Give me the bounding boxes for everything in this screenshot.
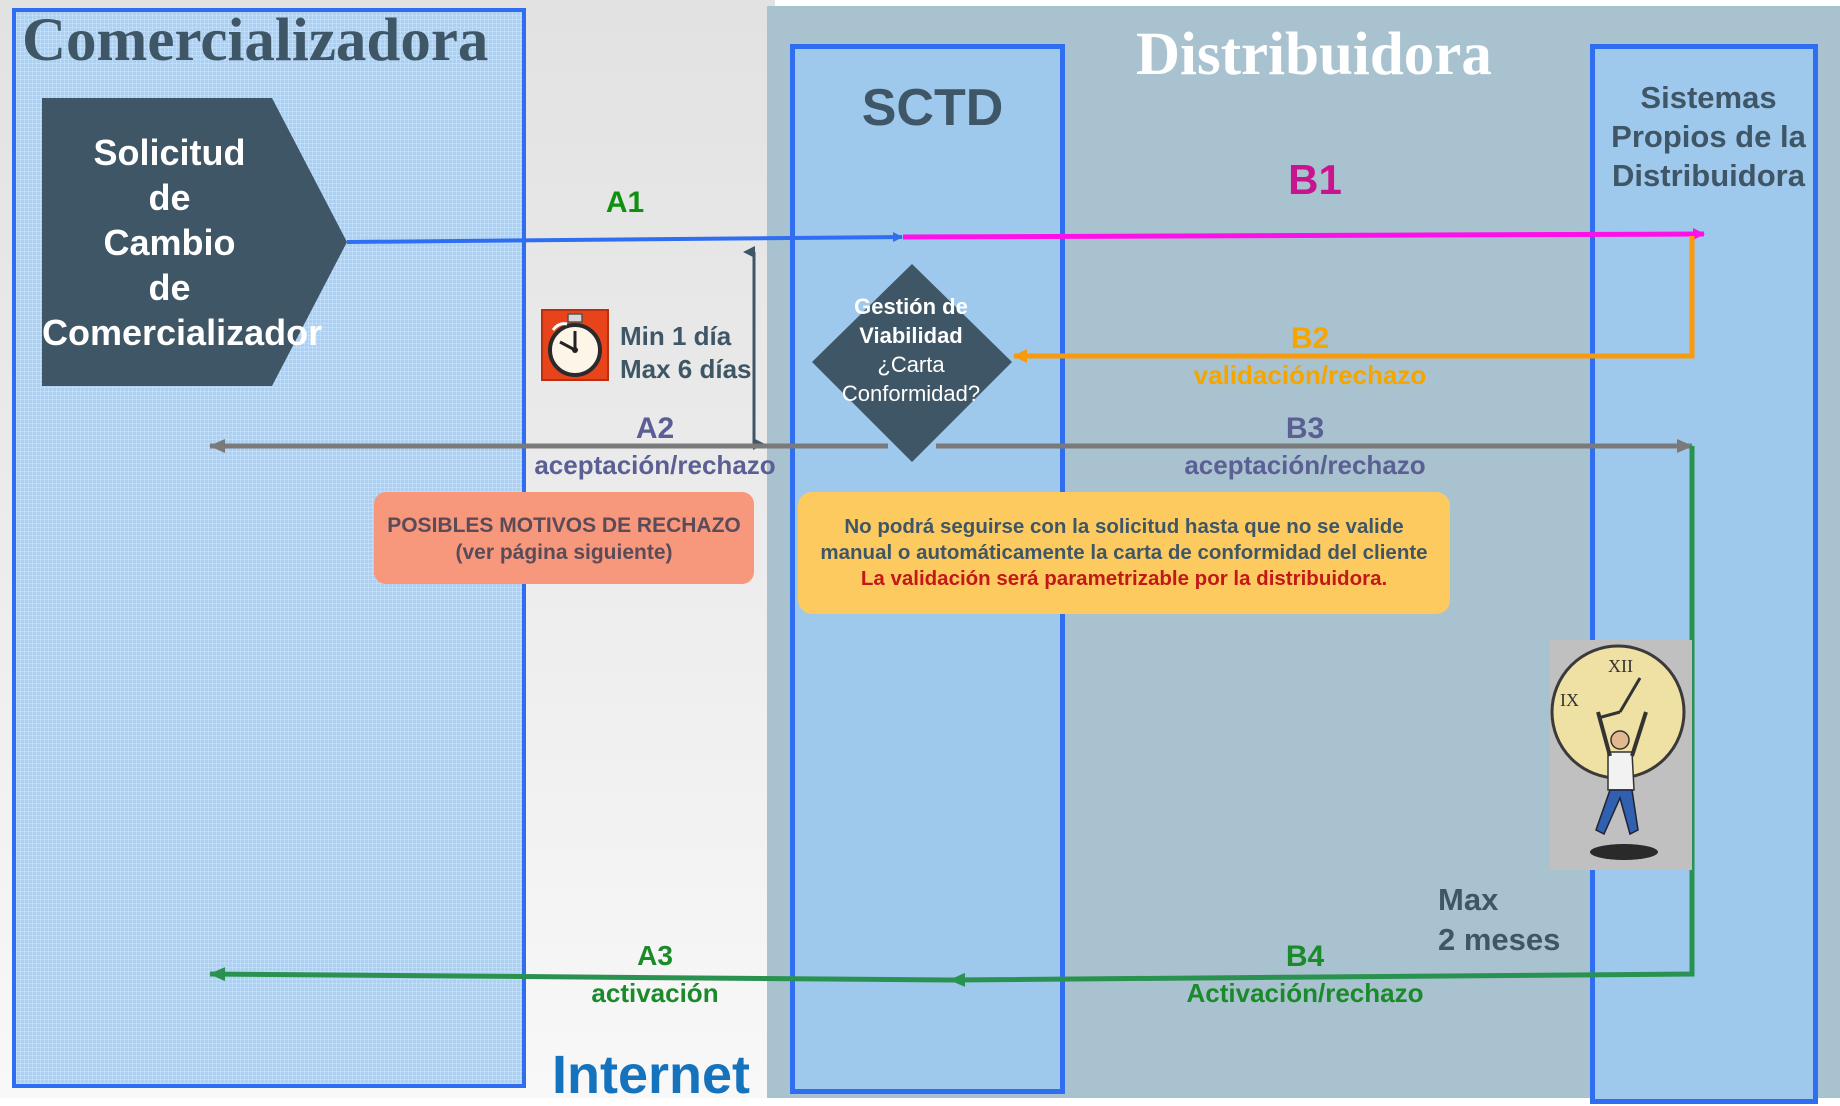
gestion-line4: Conformidad? — [841, 381, 981, 406]
a2-label: A2 — [635, 412, 675, 445]
b1-arrow — [902, 228, 1705, 241]
timer-min: Min 1 día — [620, 321, 732, 351]
b4-label: B4 — [1285, 940, 1325, 973]
nota-line1: No podrá seguirse con la solicitud hasta… — [844, 515, 1404, 538]
sistemas-column — [1590, 44, 1818, 1104]
nota-line3: La validación será parametrizable por la… — [860, 567, 1388, 590]
a3-label: A3 — [637, 940, 673, 971]
timer-max: Max 6 días — [620, 354, 752, 384]
max-plazo-label: Max 2 meses — [1438, 880, 1560, 960]
b1-label: B1 — [1288, 156, 1342, 203]
max-plazo-line2: 2 meses — [1438, 922, 1561, 957]
rechazo-motivos-box: POSIBLES MOTIVOS DE RECHAZO (ver página … — [374, 492, 754, 584]
sctd-title: SCTD — [861, 79, 1004, 137]
comercializadora-title: Comercializadora — [22, 7, 489, 74]
clock-man-picture: XII IX — [1550, 640, 1692, 870]
stopwatch-icon — [541, 309, 609, 381]
svg-text:XII: XII — [1608, 656, 1633, 676]
sistemas-title: Sistemas Propios de la Distribuidora — [1596, 78, 1821, 195]
distribuidora-title: Distribuidora — [1136, 21, 1492, 88]
sistemas-title-line: Distribuidora — [1612, 158, 1805, 193]
b3-label: B3 — [1285, 412, 1325, 445]
solicitud-line: Cambio — [103, 222, 236, 263]
a1-label: A1 — [605, 186, 645, 219]
solicitud-label: Solicitud de Cambio de Comercializador — [42, 130, 323, 355]
a3-sublabel: activación — [591, 978, 719, 1008]
nota-validacion-box: No podrá seguirse con la solicitud hasta… — [798, 492, 1450, 614]
b2-arrow — [1013, 236, 1695, 363]
internet-title: Internet — [552, 1045, 751, 1105]
a3-arrow — [209, 967, 951, 983]
solicitud-line: de — [148, 267, 191, 308]
b2-sublabel: validación/rechazo — [1193, 360, 1427, 390]
timer-label: Min 1 día Max 6 días — [620, 320, 752, 386]
b4-sublabel: Activación/rechazo — [1186, 978, 1424, 1008]
b2-label: B2 — [1290, 322, 1330, 355]
b3-sublabel: aceptación/rechazo — [1184, 450, 1426, 480]
a1-arrow — [346, 232, 903, 244]
solicitud-line: Comercializador — [42, 312, 323, 353]
a2-sublabel: aceptación/rechazo — [534, 450, 776, 480]
max-plazo-line1: Max — [1438, 882, 1499, 917]
solicitud-line: de — [148, 177, 191, 218]
rechazo-line2: (ver página siguiente) — [455, 541, 673, 564]
gestion-line2: Viabilidad — [859, 323, 963, 348]
svg-text:IX: IX — [1560, 690, 1579, 710]
gestion-line1: Gestión de — [854, 294, 968, 319]
sistemas-title-line: Sistemas — [1640, 80, 1777, 115]
solicitud-line: Solicitud — [93, 132, 246, 173]
nota-line2: manual o automáticamente la carta de con… — [820, 541, 1428, 564]
rechazo-line1: POSIBLES MOTIVOS DE RECHAZO — [387, 514, 741, 537]
solicitud-shape — [42, 98, 347, 386]
sistemas-title-line: Propios de la — [1611, 119, 1806, 154]
gestion-diamond — [812, 264, 1012, 462]
gestion-line3: ¿Carta — [877, 352, 945, 377]
b4-arrow — [949, 446, 1695, 987]
gestion-label: Gestión de Viabilidad ¿Carta Conformidad… — [800, 292, 1022, 408]
